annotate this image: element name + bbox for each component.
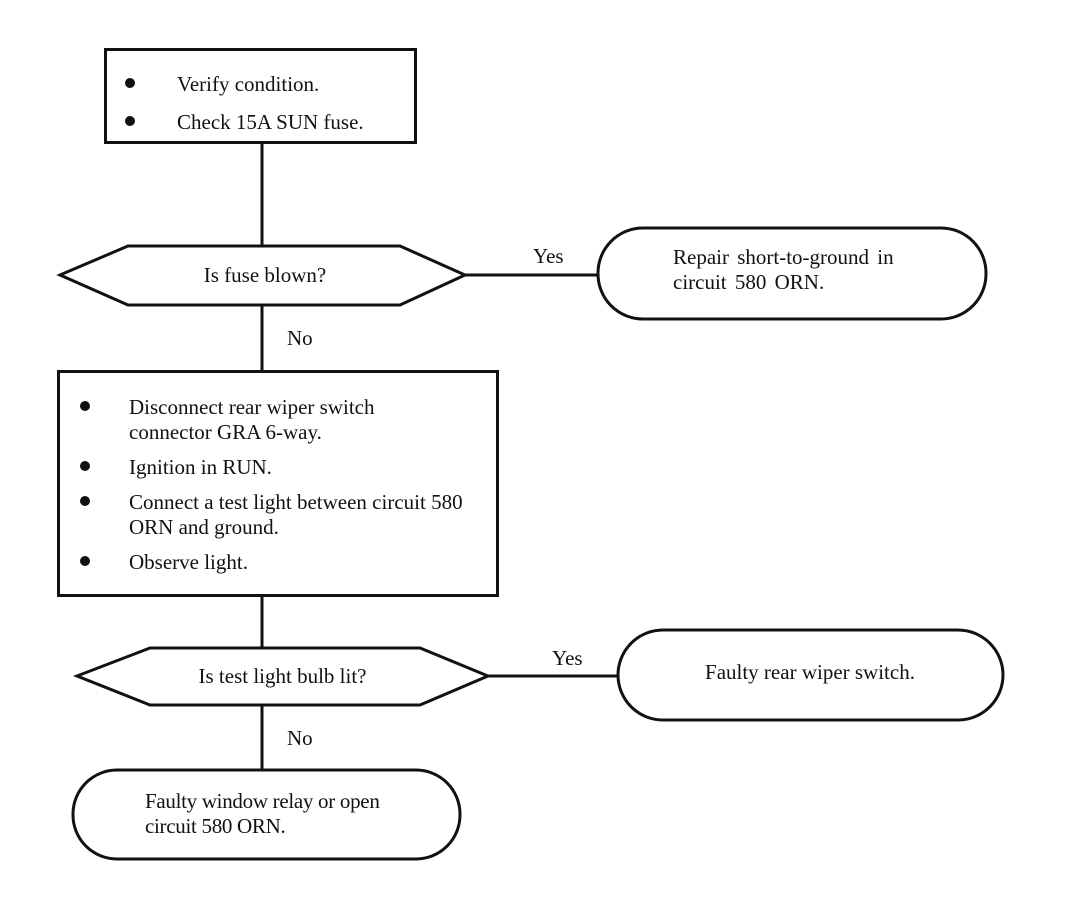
result-1-text: Repair short-to-ground in circuit 580 OR…: [673, 245, 894, 294]
step-bullet-text: Observe light.: [129, 550, 248, 574]
result-2-text: Faulty rear wiper switch.: [705, 660, 915, 684]
step-bullet-1: Disconnect rear wiper switch connector G…: [80, 395, 449, 445]
decision1-shape: [56, 244, 469, 307]
bullet-dot: [80, 556, 90, 566]
bullet-dot: [80, 401, 90, 411]
decision2-yes-label: Yes: [552, 646, 583, 670]
step-bullet-2: Ignition in RUN.: [80, 455, 486, 480]
start-box: Verify condition. Check 15A SUN fuse.: [104, 48, 417, 144]
bullet-dot: [125, 116, 135, 126]
decision2-shape: [72, 646, 492, 707]
decision2-no-label: No: [287, 726, 313, 750]
result-3-text: Faulty window relay or open circuit 580 …: [145, 789, 380, 838]
start-bullet-2: Check 15A SUN fuse.: [125, 110, 414, 135]
step-bullet-3: Connect a test light between circuit 580…: [80, 490, 489, 540]
result-oval-2: [616, 628, 1005, 722]
step-bullet-text: Connect a test light between circuit 580…: [129, 490, 463, 539]
step-box: Disconnect rear wiper switch connector G…: [57, 370, 499, 597]
decision2-question: Is test light bulb lit?: [198, 664, 367, 688]
bullet-dot: [80, 496, 90, 506]
step-bullet-4: Observe light.: [80, 550, 486, 575]
decision1-yes-label: Yes: [533, 244, 564, 268]
step-bullet-text: Disconnect rear wiper switch connector G…: [129, 395, 375, 444]
step-bullet-text: Ignition in RUN.: [129, 455, 272, 479]
result-oval-3: [71, 768, 462, 861]
decision1-no-label: No: [287, 326, 313, 350]
start-bullet-text: Check 15A SUN fuse.: [177, 110, 364, 134]
start-bullet-1: Verify condition.: [125, 72, 414, 97]
start-bullet-text: Verify condition.: [177, 72, 320, 96]
bullet-dot: [125, 78, 135, 88]
result-oval-1: [596, 226, 988, 321]
decision1-question: Is fuse blown?: [203, 263, 327, 287]
bullet-dot: [80, 461, 90, 471]
